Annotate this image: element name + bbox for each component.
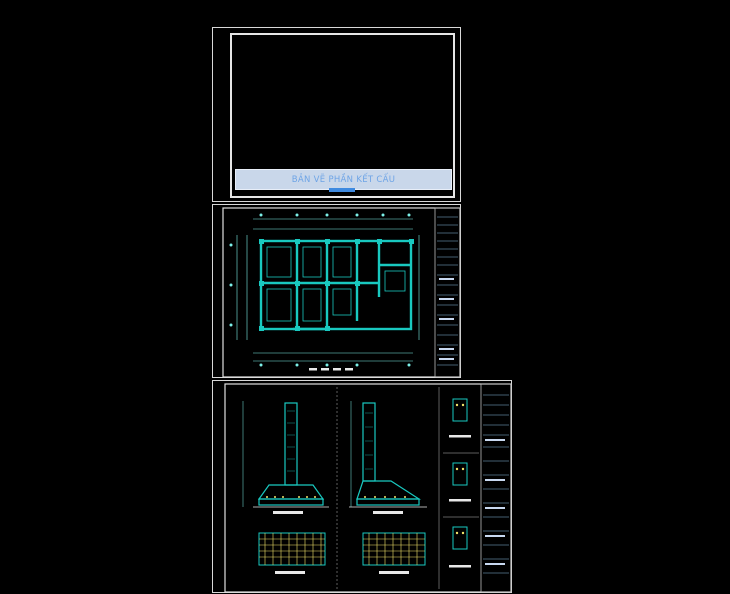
plan-foundation-beams xyxy=(259,239,413,331)
plan-title-block xyxy=(434,207,461,378)
cover-sheet[interactable]: BẢN VẼ PHẦN KẾT CẤU xyxy=(212,27,461,202)
footing-section-2 xyxy=(349,401,427,514)
plan-drawing xyxy=(222,207,461,378)
rebar-plan-2 xyxy=(362,532,426,574)
detail-drawing xyxy=(224,383,512,593)
cover-inner-frame xyxy=(230,33,455,198)
detail-title-block xyxy=(480,383,512,593)
cover-title: BẢN VẼ PHẦN KẾT CẤU xyxy=(291,174,396,185)
footing-section-1 xyxy=(242,401,329,514)
detail-sheet[interactable] xyxy=(212,380,512,593)
cover-stamp xyxy=(329,188,355,192)
column-details xyxy=(443,398,479,550)
plan-sheet[interactable] xyxy=(212,204,461,378)
cover-title-band: BẢN VẼ PHẦN KẾT CẤU xyxy=(235,169,452,190)
rebar-plan-1 xyxy=(258,532,326,574)
